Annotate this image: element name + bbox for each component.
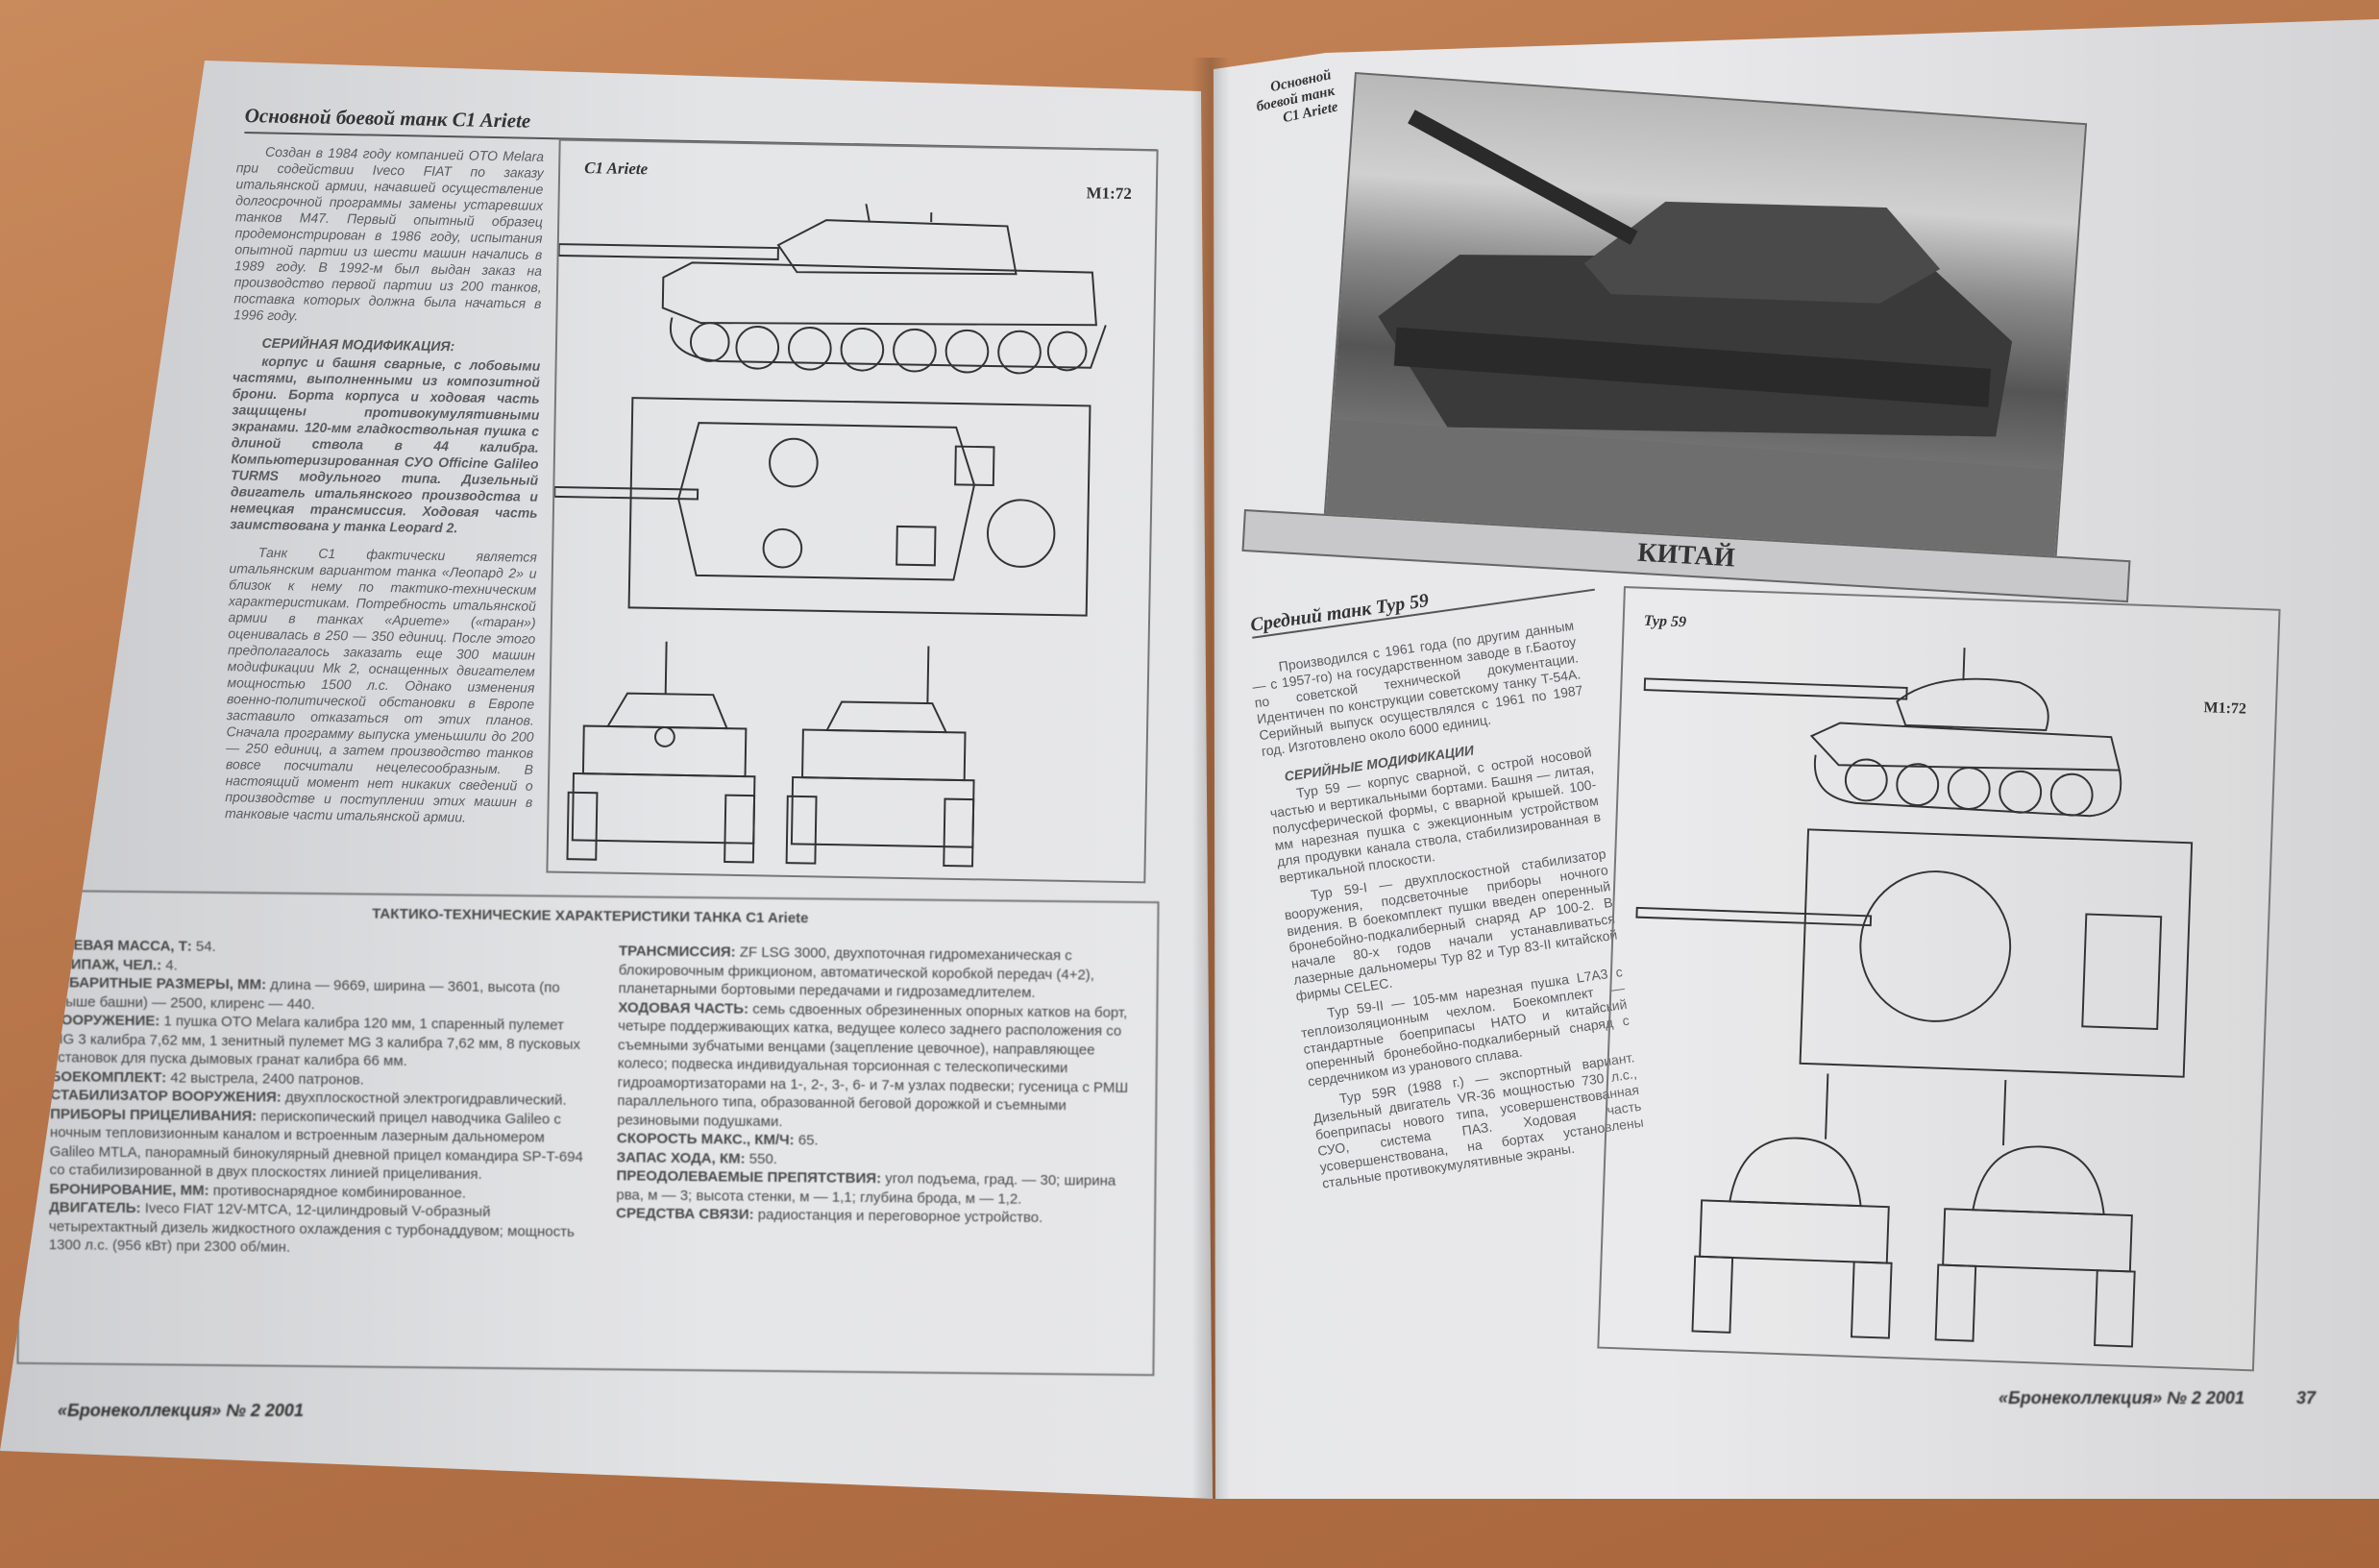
- page-number: 37: [2296, 1388, 2317, 1408]
- spec-label: ПРЕОДОЛЕВАЕМЫЕ ПРЕПЯТСТВИЯ:: [616, 1167, 882, 1188]
- front-views: [566, 641, 975, 868]
- spec-item: ГАБАРИТНЫЕ РАЗМЕРЫ, мм: длина — 9669, ши…: [51, 973, 589, 1017]
- spec-label: ГАБАРИТНЫЕ РАЗМЕРЫ, мм:: [51, 974, 267, 993]
- spec-label: БРОНИРОВАНИЕ, мм:: [49, 1180, 209, 1199]
- spec-value: двухплоскостной электрогидравлический.: [281, 1089, 567, 1109]
- tank-photo: [1322, 72, 2088, 578]
- spec-label: ТРАНСМИССИЯ:: [618, 943, 736, 961]
- typ59-side-view: [1643, 648, 2122, 818]
- spec-label: ЭКИПАЖ, чел.:: [51, 955, 162, 973]
- book-spine: [1191, 58, 1230, 1499]
- history-paragraph: Танк C1 фактически является итальянским …: [224, 544, 537, 825]
- top-view: [553, 397, 1091, 617]
- spec-value: 550.: [745, 1150, 778, 1167]
- intro-paragraph: Создан в 1984 году компанией OTO Melara …: [233, 143, 545, 324]
- spec-value: 42 выстрела, 2400 патронов.: [166, 1068, 364, 1089]
- spec-item: ПРЕОДОЛЕВАЕМЫЕ ПРЕПЯТСТВИЯ: угол подъема…: [616, 1166, 1140, 1210]
- spec-item: ДВИГАТЕЛЬ: Iveco FIAT 12V-MTCA, 12-цилин…: [49, 1198, 588, 1260]
- spec-label: ВООРУЖЕНИЕ:: [51, 1012, 160, 1030]
- specs-left-column: БОЕВАЯ МАССА, т: 54. ЭКИПАЖ, чел.: 4.ГАБА…: [49, 936, 590, 1260]
- side-caption: Основной боевой танк C1 Ariete: [1255, 67, 1340, 127]
- country-banner-title: КИТАЙ: [1636, 537, 1736, 574]
- serial-paragraph: корпус и башня сварные, с лобовыми частя…: [230, 353, 541, 536]
- serial-heading: СЕРИЙНАЯ МОДИФИКАЦИЯ:: [261, 334, 455, 355]
- specs-title: ТАКТИКО-ТЕХНИЧЕСКИЕ ХАРАКТЕРИСТИКИ ТАНКА…: [372, 905, 809, 927]
- spec-label: СКОРОСТЬ МАКС., км/ч:: [616, 1130, 795, 1149]
- drawing-scale: M1:72: [1086, 184, 1132, 204]
- spec-item: ПРИБОРЫ ПРИЦЕЛИВАНИЯ: перископический пр…: [49, 1105, 588, 1186]
- spec-value: противоснарядное комбинированное.: [208, 1182, 467, 1202]
- spec-item: ТРАНСМИССИЯ: ZF LSG 3000, двухпоточная г…: [618, 942, 1142, 1003]
- spec-label: ДВИГАТЕЛЬ:: [49, 1199, 141, 1217]
- spec-value: 65.: [794, 1132, 819, 1149]
- spec-value: 4.: [161, 956, 178, 974]
- road-wheels: [689, 322, 1088, 375]
- intro-column: Создан в 1984 году компанией OTO Melara …: [225, 143, 544, 831]
- c1-drawing-box: C1 Ariete M1:72: [546, 138, 1159, 884]
- typ59-drawing-box: Typ 59 M1:72: [1597, 586, 2281, 1372]
- drawing-label: C1 Ariete: [584, 159, 649, 179]
- right-footer: «Бронеколлекция» № 2 2001: [1999, 1388, 2244, 1408]
- spec-label: СТАБИЛИЗАТОР ВООРУЖЕНИЯ:: [50, 1087, 282, 1106]
- c1-ariete-photo: [1325, 110, 2061, 576]
- typ59-road-wheels: [1844, 758, 2094, 817]
- spec-label: БОЕКОМПЛЕКТ:: [50, 1067, 167, 1086]
- spec-item: ХОДОВАЯ ЧАСТЬ: семь сдвоенных обрезиненн…: [617, 998, 1141, 1135]
- typ59-front-views: [1691, 1073, 2136, 1348]
- side-view: [557, 198, 1107, 375]
- spec-label: БОЕВАЯ МАССА, т:: [51, 937, 192, 955]
- typ59-text-column: Производился с 1961 года (по другим данн…: [1249, 618, 1648, 1197]
- spec-label: ПРИБОРЫ ПРИЦЕЛИВАНИЯ:: [50, 1105, 258, 1124]
- specs-right-column: ТРАНСМИССИЯ: ZF LSG 3000, двухпоточная г…: [616, 942, 1142, 1228]
- spec-value: радиостанция и переговорное устройство.: [753, 1206, 1043, 1226]
- spec-label: ХОДОВАЯ ЧАСТЬ:: [618, 998, 749, 1017]
- typ59-top-view: [1635, 828, 2194, 1078]
- left-footer: «Бронеколлекция» № 2 2001: [58, 1401, 304, 1420]
- spec-item: ВООРУЖЕНИЕ: 1 пушка OTO Melara калибра 1…: [51, 1011, 590, 1072]
- typ59-drawings: [1635, 648, 2194, 1348]
- spec-value: 54.: [191, 938, 216, 955]
- c1-ariete-drawings: [553, 198, 1107, 868]
- specs-table: ТАКТИКО-ТЕХНИЧЕСКИЕ ХАРАКТЕРИСТИКИ ТАНКА…: [16, 889, 1160, 1377]
- spec-label: ЗАПАС ХОДА, км:: [616, 1148, 746, 1167]
- spec-label: СРЕДСТВА СВЯЗИ:: [616, 1205, 754, 1223]
- spec-value: семь сдвоенных обрезиненных опорных катк…: [617, 1000, 1129, 1130]
